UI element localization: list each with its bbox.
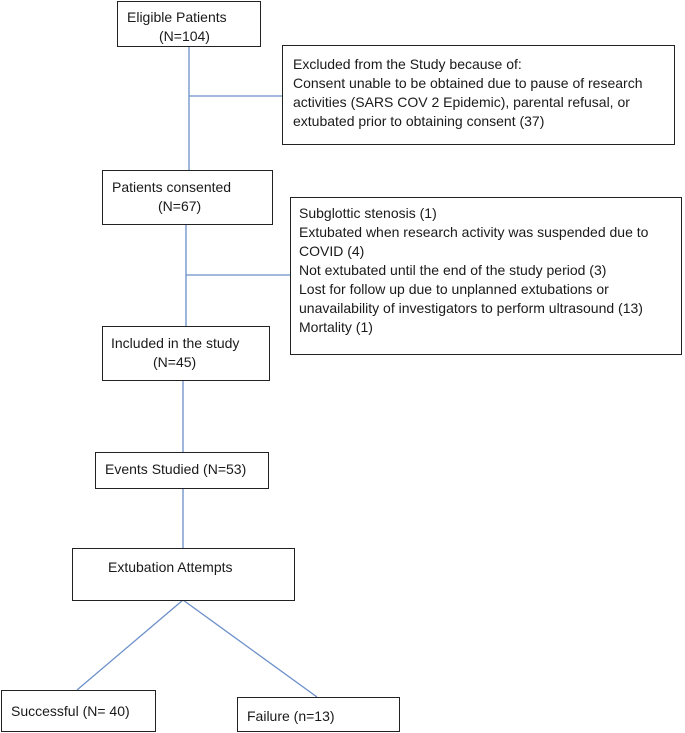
removed-line-3: COVID (4)	[299, 243, 365, 259]
eligible-patients-count: (N=104)	[159, 28, 210, 44]
eligible-patients-box: Eligible Patients (N=104)	[117, 1, 261, 47]
excluded-box: Excluded from the Study because of: Cons…	[282, 45, 675, 145]
patients-consented-count: (N=67)	[158, 198, 202, 214]
excluded-line-3: activities (SARS COV 2 Epidemic), parent…	[293, 94, 630, 110]
excluded-line-4: extubated prior to obtaining consent (37…	[293, 113, 545, 129]
removed-line-1: Subglottic stenosis (1)	[299, 205, 437, 221]
connector-attempts-to-successful	[76, 599, 184, 691]
removed-line-2: Extubated when research activity was sus…	[299, 224, 649, 240]
events-studied-box: Events Studied (N=53)	[95, 452, 269, 489]
excluded-line-2: Consent unable to be obtained due to pau…	[293, 75, 643, 91]
failure-box: Failure (n=13)	[237, 697, 400, 732]
removed-box: Subglottic stenosis (1) Extubated when r…	[290, 197, 682, 355]
extubation-attempts-label: Extubation Attempts	[108, 559, 233, 575]
removed-line-6: unavailability of investigators to perfo…	[299, 300, 643, 316]
removed-line-5: Lost for follow up due to unplanned extu…	[299, 281, 609, 297]
failure-label: Failure (n=13)	[247, 708, 335, 724]
removed-line-7: Mortality (1)	[299, 319, 373, 335]
eligible-patients-label: Eligible Patients	[127, 9, 227, 25]
patients-consented-label: Patients consented	[112, 179, 232, 195]
successful-label: Successful (N= 40)	[11, 703, 130, 719]
included-count: (N=45)	[153, 354, 197, 370]
successful-box: Successful (N= 40)	[1, 690, 156, 732]
patients-consented-box: Patients consented (N=67)	[102, 170, 273, 225]
extubation-attempts-box: Extubation Attempts	[72, 548, 295, 601]
included-box: Included in the study (N=45)	[102, 326, 270, 381]
excluded-line-1: Excluded from the Study because of:	[293, 56, 522, 72]
included-label: Included in the study	[111, 335, 240, 351]
connector-attempts-to-failure	[182, 599, 318, 698]
events-studied-label: Events Studied (N=53)	[105, 461, 247, 477]
removed-line-4: Not extubated until the end of the study…	[299, 262, 607, 278]
